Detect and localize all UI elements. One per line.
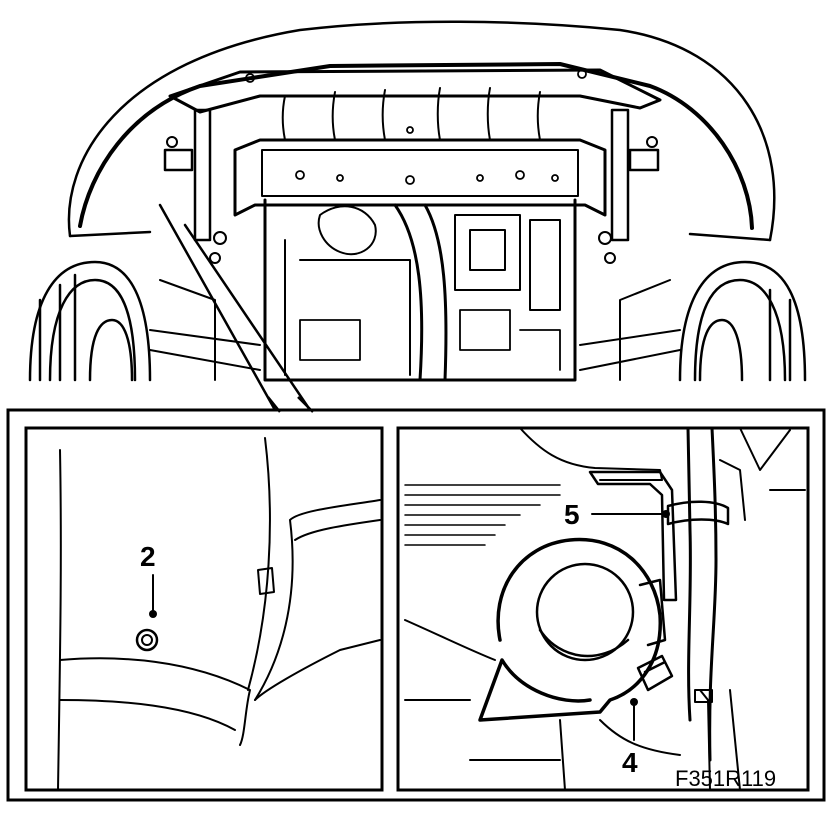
bumper-lower-edge bbox=[68, 230, 772, 242]
vehicle-overview bbox=[28, 20, 807, 412]
callout-2-dot bbox=[149, 610, 157, 618]
crash-bar bbox=[233, 138, 607, 217]
screw-head-outer bbox=[135, 628, 159, 652]
crash-bar-holes bbox=[245, 69, 587, 185]
callout-4-dot bbox=[630, 698, 638, 706]
subframe-left-member bbox=[284, 239, 411, 376]
bumper-ribs bbox=[281, 87, 541, 141]
horn-trumpet-curl bbox=[538, 628, 630, 658]
bumper-side-edge bbox=[57, 449, 62, 791]
horn-mount-arm bbox=[638, 578, 667, 647]
callout-5-dot bbox=[662, 510, 670, 518]
liner-lower-flange bbox=[254, 639, 381, 701]
crash-bar-inner bbox=[261, 149, 579, 197]
left-bracket bbox=[163, 108, 212, 242]
background-hatching bbox=[404, 484, 561, 546]
fastener-right bbox=[694, 689, 713, 703]
horn-body bbox=[478, 537, 662, 722]
mount-plate bbox=[588, 470, 678, 602]
liner-clip bbox=[257, 567, 275, 595]
arch-fixings bbox=[166, 136, 658, 264]
subframe-details bbox=[299, 309, 561, 371]
arch-liner-edge bbox=[247, 437, 271, 691]
right-detail-drawing bbox=[404, 426, 806, 791]
right-wheel bbox=[678, 260, 807, 382]
exhaust-components bbox=[317, 205, 561, 311]
arch-liner-flange bbox=[254, 499, 381, 701]
horn-trumpet-outer bbox=[535, 562, 635, 662]
right-bracket bbox=[610, 108, 660, 242]
left-detail-drawing bbox=[57, 437, 381, 791]
callout-5-label: 5 bbox=[564, 499, 580, 530]
leader-over-frame bbox=[267, 396, 314, 413]
screw-head-inner bbox=[141, 634, 153, 646]
bumper-outer-contour bbox=[67, 20, 776, 242]
left-wheel bbox=[28, 260, 152, 382]
bracket-outline bbox=[519, 427, 663, 481]
detail-leader-lines bbox=[158, 203, 312, 412]
bumper-cross-member bbox=[168, 68, 662, 114]
right-suspension bbox=[579, 279, 681, 381]
right-structure bbox=[719, 427, 806, 521]
hose-clamp bbox=[666, 500, 730, 526]
callout-2-label: 2 bbox=[140, 541, 156, 572]
hose-pipes bbox=[686, 426, 718, 762]
detail-right-panel bbox=[396, 426, 810, 792]
center-tube bbox=[393, 203, 448, 382]
horn-connector bbox=[636, 654, 674, 692]
left-suspension bbox=[149, 279, 261, 381]
figure-code: F351R119 bbox=[675, 766, 776, 791]
lower-body-lines bbox=[404, 619, 741, 791]
bumper-inner-contour bbox=[78, 62, 754, 230]
callout-4-label: 4 bbox=[622, 747, 638, 778]
detail-left-panel bbox=[24, 426, 384, 792]
bumper-lower-curve bbox=[59, 657, 251, 746]
